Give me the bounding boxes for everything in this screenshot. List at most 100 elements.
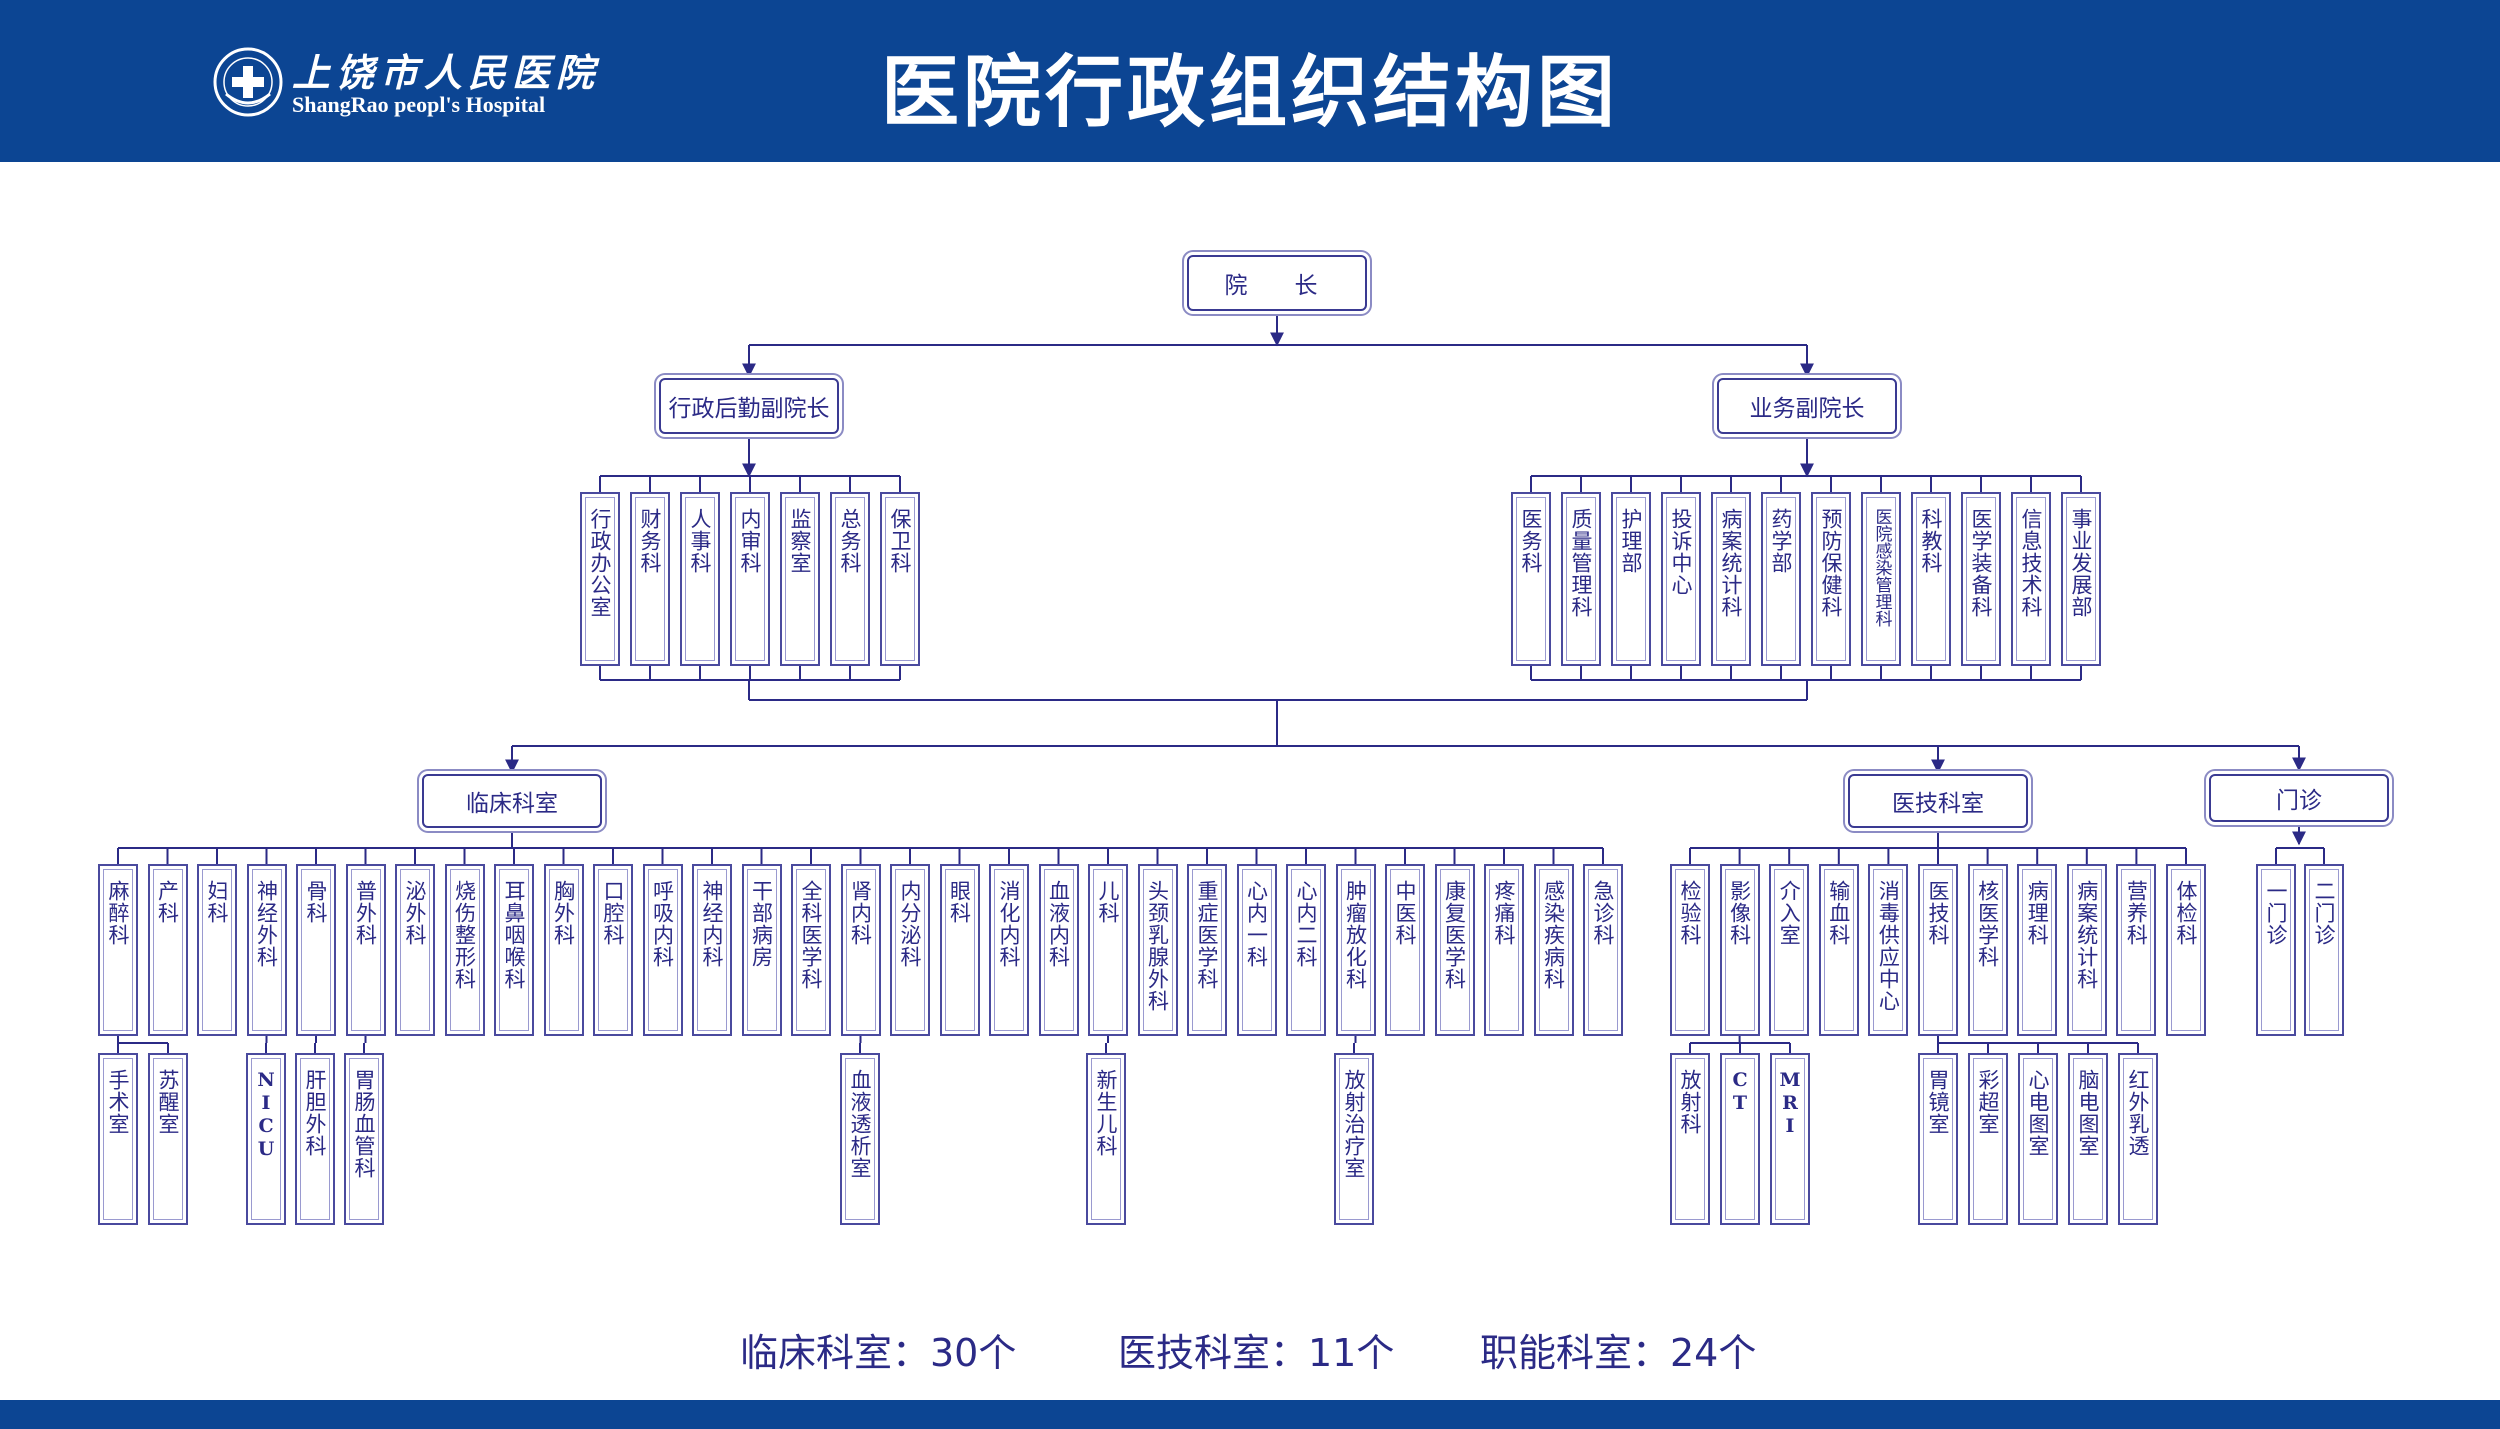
- business-dept-box[interactable]: 医院感染管理科: [1861, 492, 1901, 666]
- clinical-dept-box[interactable]: 儿科: [1088, 864, 1128, 1036]
- clinical-dept-box[interactable]: 干部病房: [741, 864, 782, 1036]
- business-dept-box[interactable]: 投诉中心: [1661, 492, 1701, 666]
- clinical-subdept-box[interactable]: 新生儿科: [1086, 1053, 1126, 1225]
- medtech-dept-box[interactable]: 输血科: [1818, 864, 1859, 1036]
- clinical-dept-box[interactable]: 心内二科: [1286, 864, 1326, 1036]
- clinical-dept-box[interactable]: 妇科: [197, 864, 237, 1036]
- clinical-dept-box[interactable]: 中医科: [1385, 864, 1425, 1036]
- admin-dept-box-label: 人事科: [688, 508, 712, 574]
- medtech-subdept-box[interactable]: 彩超室: [1968, 1053, 2008, 1225]
- business-dept-box[interactable]: 药学部: [1761, 492, 1801, 666]
- clinical-subdept-box-label: 肝胆外科: [303, 1069, 327, 1157]
- clinical-dept-box[interactable]: 内分泌科: [890, 864, 930, 1036]
- clinical-subdept-box-label: 苏醒室: [156, 1069, 180, 1135]
- medtech-dept-box[interactable]: 消毒供应中心: [1868, 864, 1909, 1036]
- vp-admin-node[interactable]: 行政后勤副院长: [659, 378, 839, 434]
- clinical-dept-box[interactable]: 呼吸内科: [642, 864, 683, 1036]
- clinical-dept-box[interactable]: 重症医学科: [1187, 864, 1227, 1036]
- president-node[interactable]: 院 长: [1187, 255, 1367, 311]
- clinical-dept-box-label: 普外科: [353, 880, 378, 946]
- clinical-dept-box[interactable]: 口腔科: [593, 864, 633, 1036]
- clinical-dept-box[interactable]: 胸外科: [543, 864, 584, 1036]
- clinical-dept-box[interactable]: 急诊科: [1583, 864, 1623, 1036]
- clinical-subdept-box[interactable]: 胃肠血管科: [344, 1053, 384, 1225]
- clinical-subdept-box[interactable]: 放射治疗室: [1334, 1053, 1374, 1225]
- admin-dept-box[interactable]: 内审科: [730, 492, 770, 666]
- admin-dept-box[interactable]: 总务科: [830, 492, 870, 666]
- admin-dept-box[interactable]: 保卫科: [880, 492, 920, 666]
- clinical-dept-box[interactable]: 神经内科: [692, 864, 732, 1036]
- clinical-dept-box[interactable]: 麻醉科: [98, 864, 138, 1036]
- medtech-subdept-box[interactable]: 胃镜室: [1918, 1053, 1958, 1225]
- vp-business-node[interactable]: 业务副院长: [1717, 378, 1897, 434]
- business-dept-box[interactable]: 预防保健科: [1811, 492, 1851, 666]
- medtech-subdept-box[interactable]: CT: [1720, 1053, 1760, 1225]
- medtech-dept-box[interactable]: 介入室: [1769, 864, 1810, 1036]
- medtech-dept-box[interactable]: 影像科: [1719, 864, 1760, 1036]
- clinical-dept-box[interactable]: 消化内科: [989, 864, 1029, 1036]
- medtech-category-node[interactable]: 医技科室: [1848, 774, 2028, 828]
- medtech-dept-box-label: 核医学科: [1975, 880, 2000, 968]
- outpatient-category-node[interactable]: 门诊: [2209, 774, 2389, 822]
- medtech-subdept-box[interactable]: MRI: [1770, 1053, 1810, 1225]
- admin-dept-box[interactable]: 人事科: [680, 492, 720, 666]
- business-dept-box[interactable]: 医学装备科: [1961, 492, 2001, 666]
- business-dept-box[interactable]: 信息技术科: [2011, 492, 2051, 666]
- clinical-dept-box[interactable]: 全科医学科: [791, 864, 831, 1036]
- clinical-dept-box[interactable]: 耳鼻咽喉科: [494, 864, 534, 1036]
- medtech-dept-box-label: 病理科: [2025, 880, 2050, 946]
- business-dept-box[interactable]: 病案统计科: [1711, 492, 1751, 666]
- clinical-dept-box[interactable]: 心内一科: [1236, 864, 1277, 1036]
- hospital-logo[interactable]: 上饶市人民医院 ShangRao peopl's Hospital: [212, 42, 594, 122]
- admin-dept-box[interactable]: 财务科: [630, 492, 670, 666]
- medtech-subdept-box[interactable]: 放射科: [1670, 1053, 1710, 1225]
- clinical-dept-box[interactable]: 眼科: [939, 864, 980, 1036]
- medtech-dept-box[interactable]: 医技科: [1918, 864, 1958, 1036]
- clinical-dept-box[interactable]: 血液内科: [1038, 864, 1079, 1036]
- medtech-subdept-box[interactable]: 脑电图室: [2068, 1053, 2108, 1225]
- medtech-subdept-box[interactable]: 心电图室: [2018, 1053, 2058, 1225]
- clinical-dept-box[interactable]: 神经外科: [246, 864, 287, 1036]
- clinical-subdept-box[interactable]: 血液透析室: [840, 1053, 880, 1225]
- clinical-dept-box-label: 胸外科: [551, 880, 576, 946]
- clinical-dept-box-label: 妇科: [205, 880, 229, 924]
- clinical-dept-box[interactable]: 骨科: [296, 864, 336, 1036]
- outpatient-dept-box[interactable]: 二门诊: [2304, 864, 2344, 1036]
- clinical-dept-box[interactable]: 烧伤整形科: [444, 864, 485, 1036]
- logo-chinese-name: 上饶市人民医院: [292, 50, 601, 95]
- admin-dept-box[interactable]: 监察室: [780, 492, 820, 666]
- business-dept-box[interactable]: 质量管理科: [1561, 492, 1601, 666]
- clinical-dept-box[interactable]: 头颈乳腺外科: [1137, 864, 1178, 1036]
- medtech-subdept-box-label: MRI: [1779, 1069, 1801, 1138]
- business-dept-box[interactable]: 科教科: [1911, 492, 1951, 666]
- admin-dept-box[interactable]: 行政办公室: [580, 492, 620, 666]
- medtech-dept-box[interactable]: 核医学科: [1967, 864, 2008, 1036]
- clinical-subdept-box[interactable]: 肝胆外科: [295, 1053, 335, 1225]
- clinical-dept-box[interactable]: 产科: [147, 864, 188, 1036]
- clinical-category-node[interactable]: 临床科室: [422, 774, 602, 828]
- clinical-dept-box[interactable]: 疼痛科: [1484, 864, 1524, 1036]
- outpatient-dept-box[interactable]: 一门诊: [2256, 864, 2296, 1036]
- clinical-dept-box[interactable]: 普外科: [345, 864, 386, 1036]
- clinical-dept-box[interactable]: 康复医学科: [1434, 864, 1475, 1036]
- medtech-subdept-box[interactable]: 红外乳透: [2118, 1053, 2158, 1225]
- medtech-dept-box[interactable]: 病理科: [2017, 864, 2058, 1036]
- business-dept-box[interactable]: 护理部: [1611, 492, 1651, 666]
- clinical-dept-box[interactable]: 肾内科: [840, 864, 881, 1036]
- clinical-dept-box[interactable]: 泌外科: [395, 864, 435, 1036]
- medtech-dept-box[interactable]: 营养科: [2116, 864, 2157, 1036]
- clinical-dept-box[interactable]: 感染疾病科: [1533, 864, 1574, 1036]
- medtech-dept-box[interactable]: 检验科: [1670, 864, 1710, 1036]
- clinical-subdept-box[interactable]: NICU: [246, 1053, 286, 1225]
- clinical-subdept-box[interactable]: 苏醒室: [148, 1053, 188, 1225]
- business-dept-box[interactable]: 事业发展部: [2061, 492, 2101, 666]
- business-dept-box-label: 护理部: [1619, 508, 1643, 574]
- clinical-dept-box-label: 干部病房: [749, 880, 774, 968]
- admin-dept-box-label: 行政办公室: [588, 508, 612, 618]
- clinical-dept-box[interactable]: 肿瘤放化科: [1335, 864, 1376, 1036]
- admin-dept-box-label: 保卫科: [888, 508, 912, 574]
- clinical-subdept-box[interactable]: 手术室: [98, 1053, 138, 1225]
- medtech-dept-box[interactable]: 病案统计科: [2066, 864, 2107, 1036]
- business-dept-box[interactable]: 医务科: [1511, 492, 1551, 666]
- medtech-dept-box[interactable]: 体检科: [2166, 864, 2206, 1036]
